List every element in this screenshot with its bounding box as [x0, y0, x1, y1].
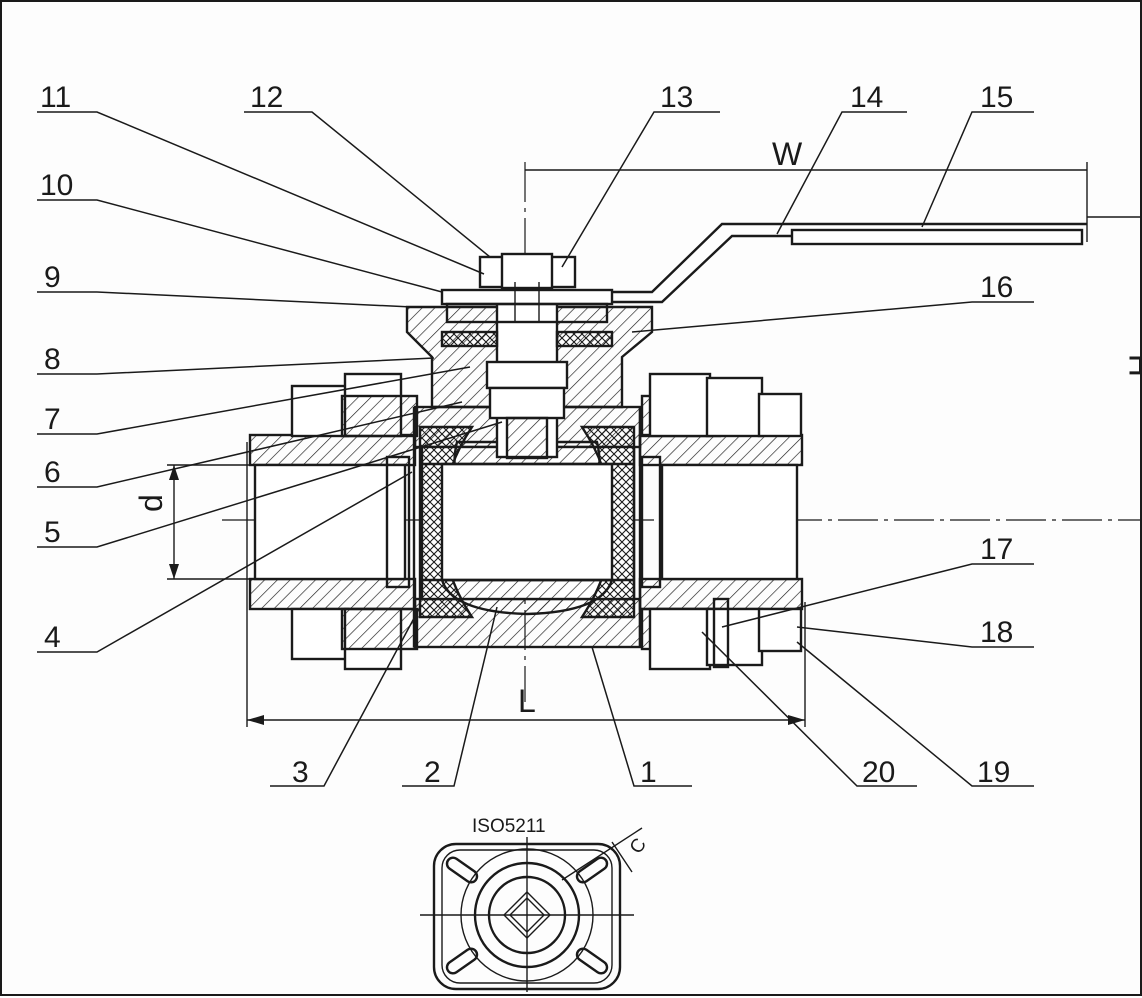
iso5211-flange-view: ISO5211 C	[420, 816, 651, 992]
callout-20: 20	[862, 756, 895, 789]
callout-leaders-right	[561, 111, 1034, 787]
callout-8: 8	[44, 343, 61, 376]
dim-d-label: d	[133, 494, 169, 512]
callout-4: 4	[44, 621, 61, 654]
callout-14: 14	[850, 81, 883, 114]
callout-6: 6	[44, 456, 61, 489]
callout-15: 15	[980, 81, 1013, 114]
right-end-cap	[638, 372, 804, 671]
callout-numbers: 1 2 3 4 5 6 7 8 9 10 11 12 13 14 15 16 1…	[40, 81, 1013, 789]
dimension-d: d	[133, 464, 252, 580]
callout-11: 11	[40, 81, 71, 114]
callout-10: 10	[40, 169, 73, 202]
callout-16: 16	[980, 271, 1013, 304]
callout-9: 9	[44, 261, 61, 294]
handle-lever	[612, 222, 1087, 304]
callout-leaders-left	[37, 111, 503, 787]
callout-12: 12	[250, 81, 283, 114]
callout-3: 3	[292, 756, 309, 789]
dimension-l: L	[246, 442, 806, 727]
callout-2: 2	[424, 756, 441, 789]
stem-assembly	[405, 252, 654, 460]
dim-w-label: W	[772, 136, 803, 172]
dimension-h: H	[1087, 216, 1142, 377]
dim-h-label: H	[1123, 354, 1142, 377]
callout-13: 13	[660, 81, 693, 114]
dim-l-label: L	[518, 683, 536, 719]
valve-body	[412, 405, 642, 649]
callout-18: 18	[980, 616, 1013, 649]
callout-19: 19	[977, 756, 1010, 789]
callout-7: 7	[44, 403, 61, 436]
dimension-w: W	[525, 136, 1088, 242]
iso5211-label: ISO5211	[472, 816, 546, 837]
dim-c-label: C	[626, 835, 651, 858]
callout-5: 5	[44, 516, 61, 549]
callout-1: 1	[640, 756, 657, 789]
callout-17: 17	[980, 533, 1013, 566]
